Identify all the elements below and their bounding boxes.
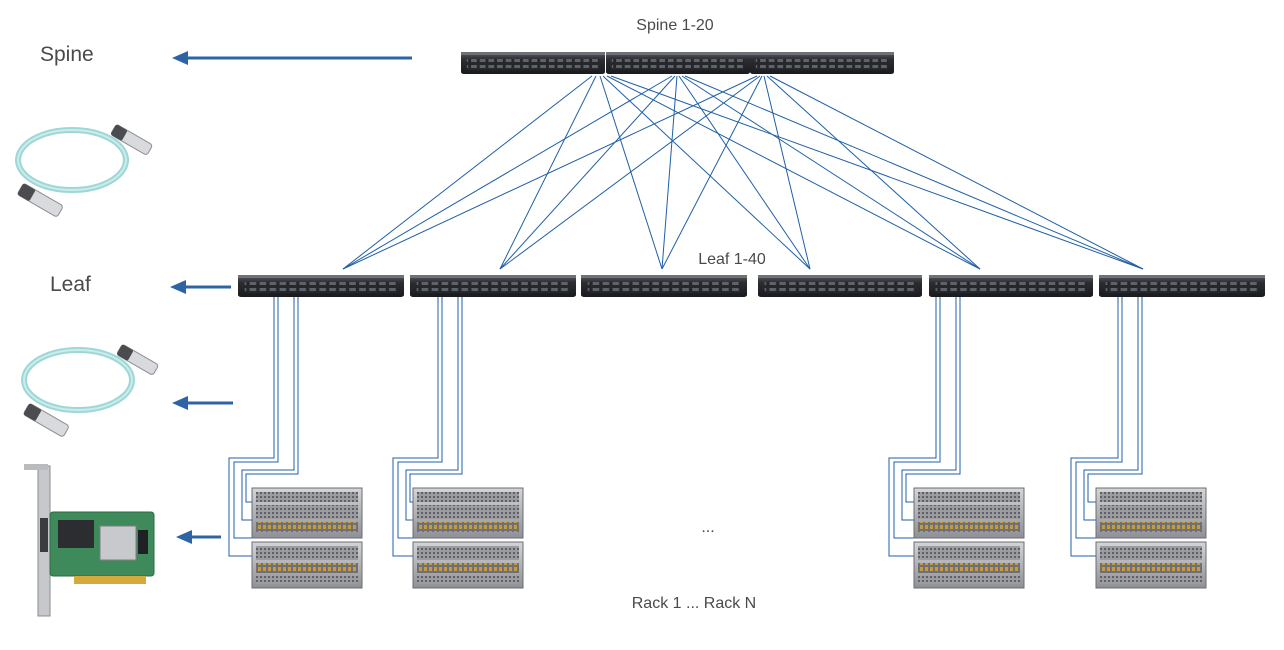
network-adapter-card-icon <box>24 464 155 617</box>
nic-arrow-icon <box>176 530 221 544</box>
spine-switch-1 <box>461 52 605 74</box>
server-rack-4 <box>1095 487 1207 589</box>
rack-ellipsis: ... <box>701 519 714 536</box>
leaf-switch-5 <box>929 275 1093 297</box>
leaf-switch-3 <box>581 275 747 297</box>
server-rack-3 <box>913 487 1025 589</box>
leaf-switch-2 <box>410 275 576 297</box>
leaf-switch-4 <box>758 275 922 297</box>
spine-leaf-links <box>342 75 1144 270</box>
spine-arrow-icon <box>172 51 412 65</box>
racks-label: Rack 1 ... Rack N <box>632 595 756 612</box>
leaf-group-label: Leaf 1-40 <box>698 251 766 268</box>
leaf-arrow-icon <box>170 280 231 294</box>
spine-switch-3 <box>750 52 894 74</box>
leaf-switch-6 <box>1099 275 1265 297</box>
spine-group-label: Spine 1-20 <box>636 17 713 34</box>
spine-optical-cable-icon <box>17 124 153 217</box>
server-rack-1 <box>251 487 363 589</box>
leaf-optical-cable-icon <box>23 344 159 437</box>
server-rack-2 <box>412 487 524 589</box>
spine-side-label: Spine <box>40 43 94 66</box>
leaf-cable-arrow-icon <box>172 396 233 410</box>
leaf-switch-1 <box>238 275 404 297</box>
leaf-side-label: Leaf <box>50 273 91 296</box>
spine-switch-2 <box>606 52 750 74</box>
leaf-server-links <box>228 297 1143 557</box>
